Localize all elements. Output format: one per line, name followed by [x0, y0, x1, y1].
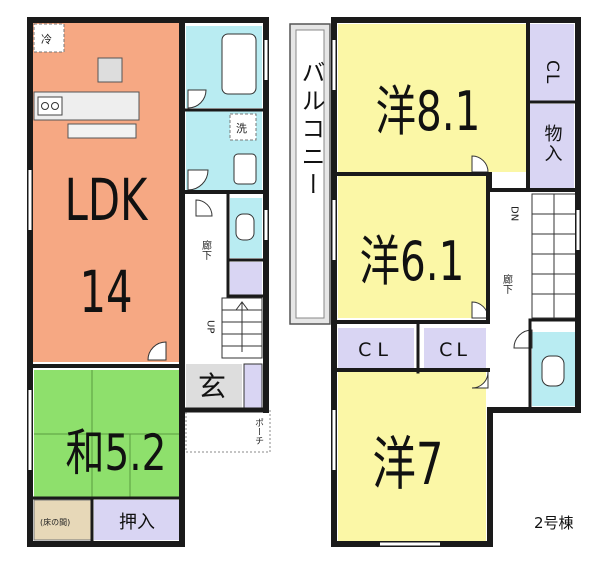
washitsu-label: 和5.2	[65, 423, 166, 482]
porch-label: ポーチ	[253, 418, 264, 445]
balcony-label: バルコニー	[297, 60, 325, 200]
closet-c	[424, 328, 486, 368]
corridor-1f	[186, 192, 228, 362]
floor-1: 冷 LDK 14 洗 廊下 UP 玄 ポーチ	[27, 17, 271, 547]
floor-2: バルコニー 洋8.1 CL 物入 洋6.1 CL CL 洋7 廊下 DN	[289, 17, 581, 547]
washing-machine	[229, 113, 257, 141]
windows-2f	[332, 40, 580, 546]
ldk-size: 14	[79, 258, 132, 326]
door-swing	[195, 199, 213, 217]
western-room-1	[338, 24, 528, 172]
fridge	[33, 23, 65, 53]
door-swing	[513, 329, 533, 349]
closet-a	[530, 24, 574, 102]
western-room-3	[338, 372, 486, 542]
corridor-1f-label: 廊下	[200, 239, 212, 261]
storage-label: 押入	[119, 512, 155, 533]
balcony-inner	[295, 29, 325, 319]
stair-lines-2f	[532, 194, 576, 318]
closet-b-label: CL	[358, 339, 394, 361]
closet-a-label: CL	[542, 60, 562, 85]
closet-c-label: CL	[439, 339, 471, 361]
porch	[185, 409, 271, 453]
bathtub	[221, 33, 257, 95]
door-swing	[187, 169, 209, 191]
tokonoma-label: (床の間)	[40, 517, 70, 527]
door-swing	[187, 89, 207, 109]
storeroom-label: 物入	[542, 124, 563, 164]
closet-b	[338, 328, 414, 368]
walls-1f	[27, 17, 269, 547]
toilet	[235, 213, 255, 241]
storage	[94, 500, 180, 540]
closet-1f	[230, 262, 262, 296]
vanity	[233, 153, 257, 185]
burner-a	[41, 102, 49, 110]
washroom-label: 洗	[236, 122, 247, 135]
door-swing	[471, 371, 489, 389]
window-marks-1f	[27, 40, 269, 470]
entrance-label: 玄	[198, 370, 226, 403]
room2-label: 洋6.1	[360, 231, 465, 293]
western-room-2	[338, 176, 486, 318]
door-swing	[147, 341, 167, 361]
corridor-2f-label: 廊下	[501, 273, 513, 295]
windows-1f	[28, 40, 268, 470]
stairs-up-arrow	[235, 301, 249, 352]
kitchen-island	[67, 123, 137, 139]
shoe-cabinet	[243, 363, 263, 409]
ldk-name: LDK	[65, 166, 149, 234]
entrance	[186, 364, 242, 408]
corridor-2f	[490, 190, 530, 408]
room1-label: 洋8.1	[376, 81, 481, 143]
storeroom	[530, 104, 574, 190]
stove	[37, 96, 63, 116]
window-marks-2f	[331, 40, 440, 547]
building-number: 2号棟	[534, 514, 574, 532]
stairs-down-label: DN	[509, 206, 520, 221]
tokonoma	[33, 499, 93, 541]
stairs-up-label: UP	[205, 320, 216, 333]
room3-label: 洋7	[372, 431, 443, 499]
burner-b	[51, 102, 59, 110]
fridge-label: 冷	[41, 33, 52, 46]
toilet-2f	[541, 355, 565, 387]
sink	[97, 57, 123, 83]
door-swing	[471, 155, 489, 173]
